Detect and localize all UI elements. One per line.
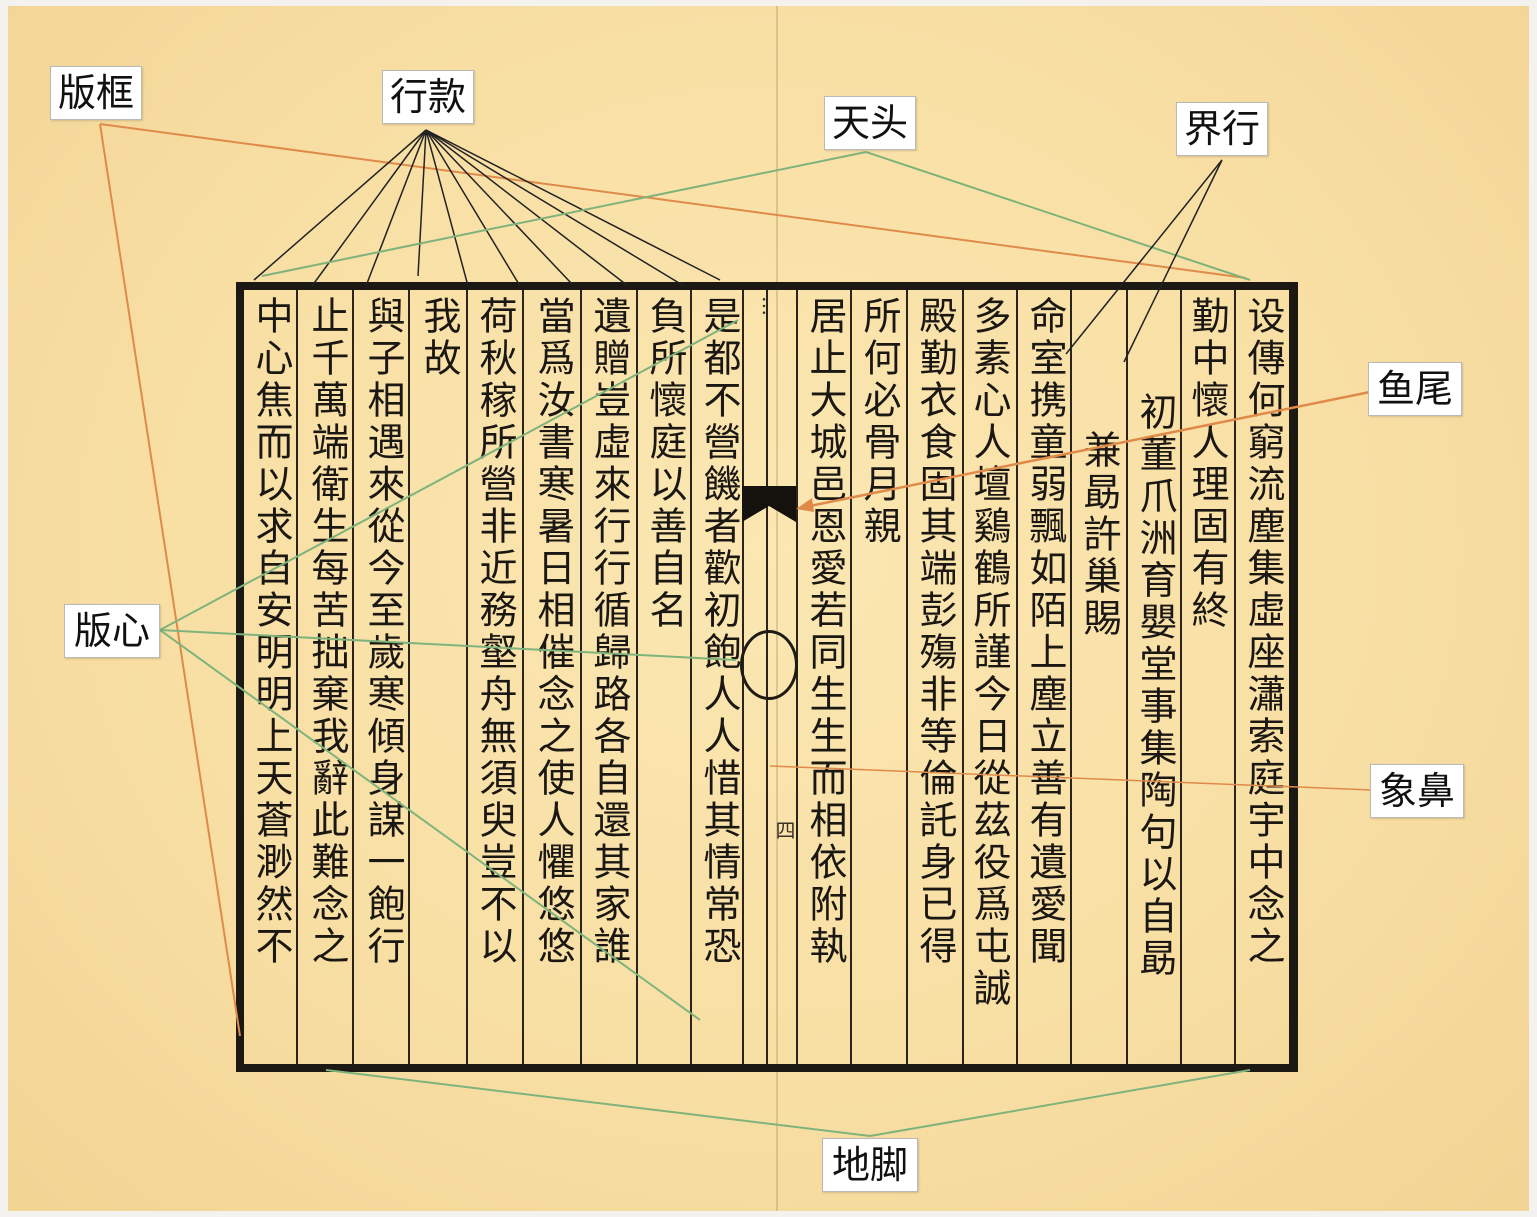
elephant-nose-circle	[740, 630, 798, 700]
text-column: 負所懷庭以善自名	[643, 296, 687, 632]
column-rule	[1180, 290, 1182, 1064]
column-rule	[636, 290, 638, 1064]
text-column: 初董爪洲育嬰堂事集陶句以自勗	[1133, 392, 1177, 980]
text-column: 兼勗許巢賜	[1077, 430, 1121, 640]
text-column: 當爲汝書寒暑日相催念之使人懼悠悠	[531, 296, 575, 968]
text-column: 设傳何窮流塵集虛座瀟索庭宇中念之	[1241, 296, 1285, 968]
column-rule	[466, 290, 468, 1064]
column-rule	[1126, 290, 1128, 1064]
text-column: 我故	[417, 296, 461, 380]
column-rule	[408, 290, 410, 1064]
column-rule	[796, 290, 798, 1064]
text-column: 荷秋稼所營非近務壑舟無須臾豈不以	[473, 296, 517, 968]
column-rule	[580, 290, 582, 1064]
label-dijiao: 地脚	[822, 1138, 918, 1192]
column-rule	[1234, 290, 1236, 1064]
text-column: 止千萬端衛生每苦拙棄我辭此難念之	[305, 296, 349, 968]
label-xiangbi: 象鼻	[1370, 764, 1464, 818]
banxin-page-number: 四	[772, 820, 796, 840]
label-hangkuan: 行款	[382, 70, 474, 124]
column-rule	[1016, 290, 1018, 1064]
label-jiehang: 界行	[1176, 102, 1268, 156]
text-column: 遺贈豈虛來行行循歸路各自還其家誰	[587, 296, 631, 968]
column-rule	[850, 290, 852, 1064]
column-rule	[1070, 290, 1072, 1064]
text-column: 多素心人壇鷄鶴所謹今日從茲役爲屯誠	[967, 296, 1011, 1010]
text-column: 殿勤衣食固其端彭殤非等倫託身已得	[913, 296, 957, 968]
page-fold-line	[776, 6, 778, 1211]
fish-tail-icon	[742, 486, 796, 522]
text-column: 與子相遇來從今至歲寒傾身謀一飽行	[361, 296, 405, 968]
text-column: 是都不營饑者歡初飽人人惜其情常恐	[697, 296, 741, 968]
column-rule	[296, 290, 298, 1064]
column-rule	[962, 290, 964, 1064]
text-column: 中心焦而以求自安明明上天蒼渺然不	[249, 296, 293, 968]
label-banxin: 版心	[64, 604, 160, 658]
banxin-top-mark: …	[758, 296, 782, 316]
column-rule	[522, 290, 524, 1064]
text-column: 所何必骨月親	[857, 296, 901, 548]
column-rule	[906, 290, 908, 1064]
text-column: 勤中懷人理固有終	[1185, 296, 1229, 632]
label-yuwei: 鱼尾	[1368, 362, 1462, 416]
column-rule	[690, 290, 692, 1064]
label-tiantou: 天头	[824, 96, 916, 150]
column-rule	[352, 290, 354, 1064]
text-column: 居止大城邑恩愛若同生生而相依附執	[803, 296, 847, 968]
text-column: 命室携童弱飄如陌上塵立善有遺愛聞	[1023, 296, 1067, 968]
label-banmian-frame: 版框	[50, 66, 142, 120]
